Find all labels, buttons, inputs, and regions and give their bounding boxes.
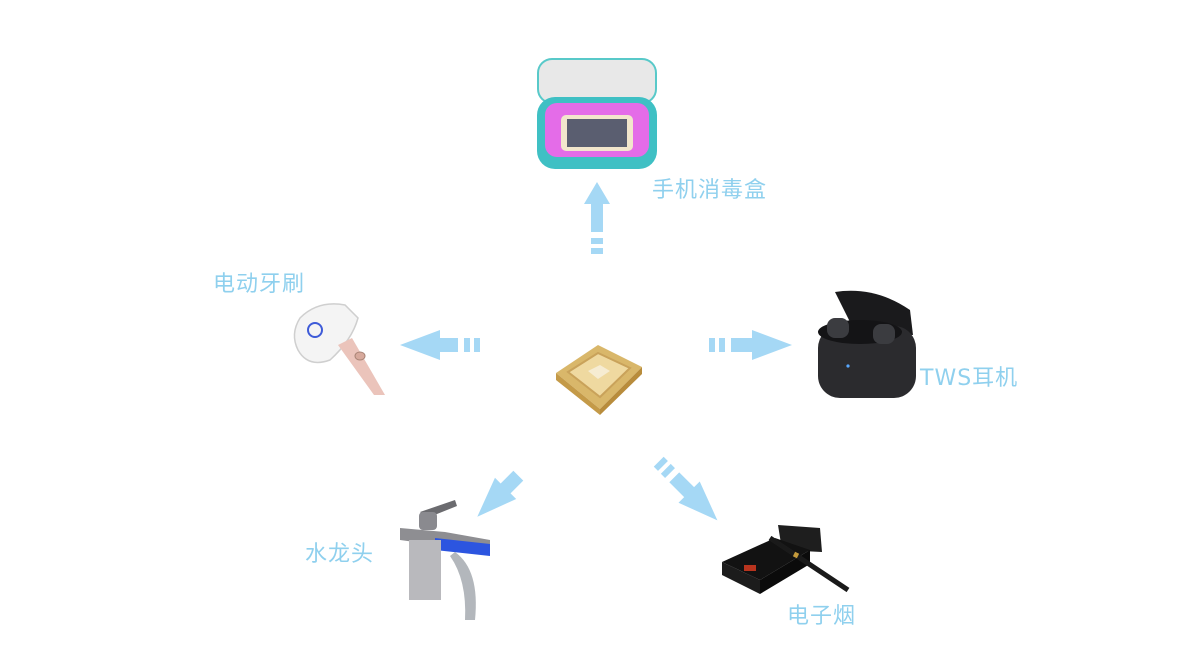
e-cigarette-image: [722, 525, 850, 594]
arrow-down-left-icon: [477, 470, 524, 517]
app-label-e-cigarette: 电子烟: [787, 604, 857, 629]
app-label-faucet: 水龙头: [305, 542, 375, 567]
arrow-left-icon: [400, 330, 480, 360]
app-label-tws-earbuds: TWS耳机: [920, 366, 1019, 391]
arrow-right-icon: [709, 330, 792, 360]
app-label-electric-toothbrush: 电动牙刷: [213, 272, 306, 297]
arrow-down-right-icon: [653, 456, 718, 521]
uv-led-chip-image: [556, 345, 642, 415]
phone-sterilizer-box-image: [537, 58, 657, 169]
app-label-phone-sterilizer: 手机消毒盒: [652, 178, 768, 203]
electric-toothbrush-image: [293, 303, 385, 395]
tws-earbuds-image: [818, 290, 916, 398]
faucet-image: [400, 500, 490, 620]
arrow-up-icon: [584, 182, 610, 254]
